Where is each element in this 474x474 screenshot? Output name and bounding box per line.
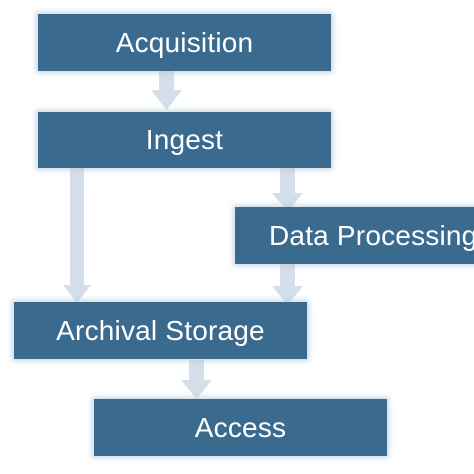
arrow-archival-storage-to-access (181, 360, 212, 399)
arrow-acquisition-to-ingest (151, 70, 182, 110)
node-archival-storage-label: Archival Storage (56, 314, 265, 346)
node-ingest-label: Ingest (145, 124, 224, 155)
node-acquisition-label: Acquisition (115, 26, 254, 58)
arrow-data-processing-to-archival-storage (272, 264, 303, 305)
node-access: Access (94, 399, 387, 456)
arrow-ingest-to-archival-storage (63, 167, 91, 303)
node-data-processing-label: Data Processing (269, 219, 474, 251)
node-acquisition: Acquisition (38, 14, 331, 71)
node-data-processing: Data Processing (235, 207, 474, 264)
node-access-label: Access (194, 411, 287, 443)
node-ingest: Ingest (38, 112, 331, 168)
node-archival-storage: Archival Storage (14, 302, 307, 359)
arrow-ingest-to-data-processing (272, 167, 303, 212)
